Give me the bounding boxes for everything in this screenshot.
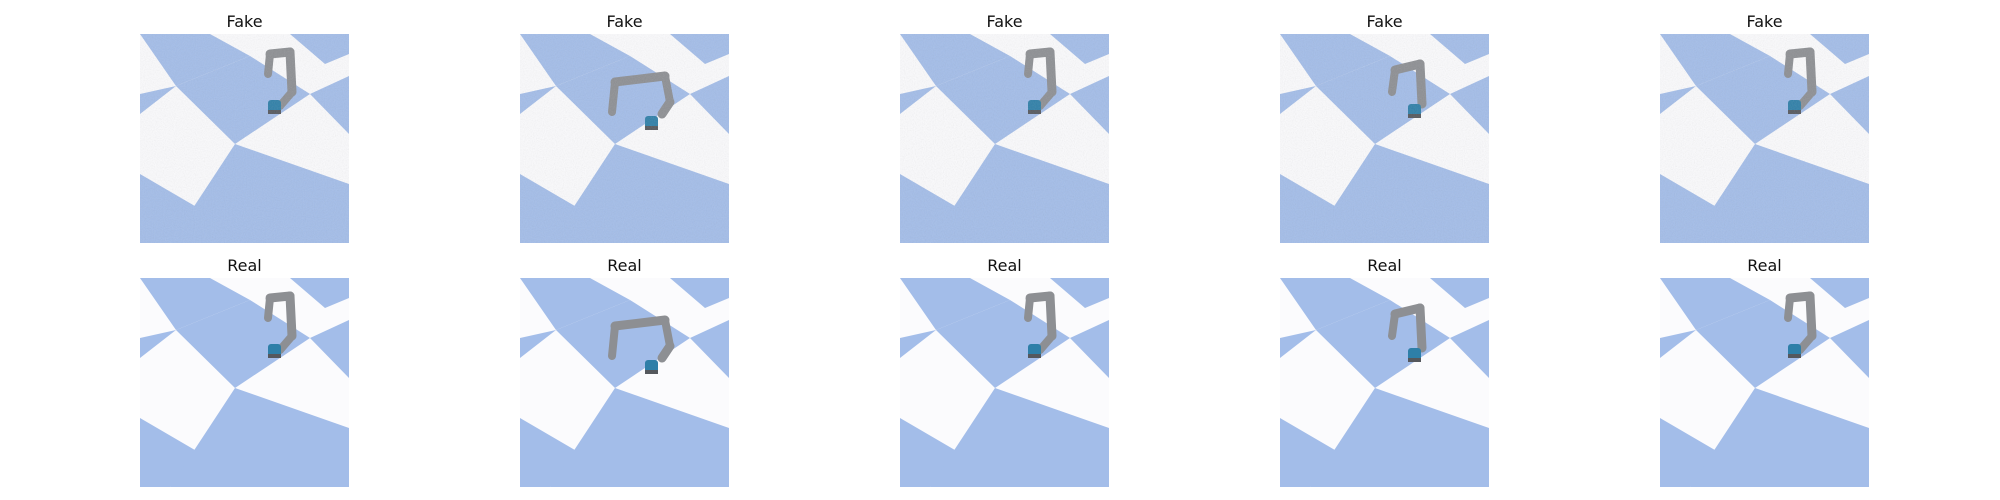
panel-title: Fake (606, 12, 643, 31)
panel-title: Fake (1366, 12, 1403, 31)
panel-title: Real (987, 256, 1022, 275)
generated-robot-image (1280, 34, 1489, 243)
real-robot-image (140, 278, 349, 487)
generated-robot-image (1660, 34, 1869, 243)
panel-title: Fake (986, 12, 1023, 31)
panel-title: Fake (226, 12, 263, 31)
generated-robot-image (900, 34, 1109, 243)
generated-robot-image (140, 34, 349, 243)
real-robot-image (520, 278, 729, 487)
real-robot-image (1660, 278, 1869, 487)
real-robot-image (900, 278, 1109, 487)
panel-title: Real (1367, 256, 1402, 275)
panel-title: Real (607, 256, 642, 275)
real-robot-image (1280, 278, 1489, 487)
panel-title: Fake (1746, 12, 1783, 31)
panel-title: Real (1747, 256, 1782, 275)
generated-robot-image (520, 34, 729, 243)
panel-title: Real (227, 256, 262, 275)
